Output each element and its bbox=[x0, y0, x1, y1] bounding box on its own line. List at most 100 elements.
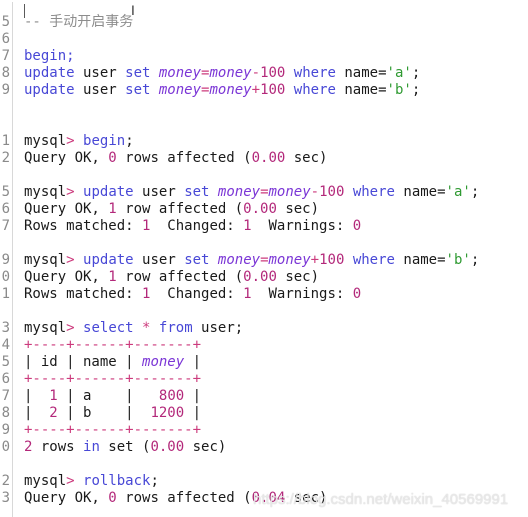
update-keyword: update bbox=[24, 65, 75, 81]
header-end: | bbox=[184, 354, 202, 370]
column-name: money bbox=[209, 65, 252, 81]
warnings-text: Warnings: bbox=[251, 286, 353, 302]
string-literal: 'b' bbox=[445, 252, 471, 268]
count-value: 0 bbox=[108, 150, 117, 166]
prompt-gt: > bbox=[66, 184, 75, 200]
table-border-top: +----+------+-------+ bbox=[24, 337, 202, 353]
text-caret bbox=[24, 4, 25, 18]
row-affected-text: row affected ( bbox=[116, 269, 244, 285]
time-value: 0.00 bbox=[150, 439, 185, 455]
rows-in-set-line: 2 rows in set (0.00 sec) bbox=[24, 439, 226, 456]
count-value: 1 bbox=[108, 201, 117, 217]
query-ok-text: Query OK, bbox=[24, 269, 109, 285]
line-number: 7 bbox=[1, 48, 10, 64]
comment-line: -- 手动开启事务 bbox=[24, 14, 134, 30]
console-update-line-2: mysql> update user set money=money+100 w… bbox=[24, 252, 479, 269]
table-name: user bbox=[74, 82, 126, 98]
operator: + bbox=[251, 82, 261, 98]
column-name: money bbox=[209, 82, 252, 98]
set-keyword: set bbox=[125, 65, 151, 81]
number-literal: 100 bbox=[260, 82, 286, 98]
count-value: 1 bbox=[243, 218, 252, 234]
query-ok-line: Query OK, 0 rows affected (0.04 sec) bbox=[24, 490, 327, 507]
string-literal: 'a' bbox=[445, 184, 471, 200]
table-row: | 2 | b | 1200 | bbox=[24, 405, 201, 422]
line-number: 1 bbox=[1, 286, 10, 302]
prompt-gt: > bbox=[66, 133, 75, 149]
sec-text: sec) bbox=[276, 269, 320, 285]
row-end: | bbox=[184, 388, 202, 404]
line-number: 3 bbox=[1, 320, 10, 336]
line-number: 0 bbox=[1, 439, 10, 455]
column-name: name= bbox=[335, 65, 387, 81]
table-border-mid: +----+------+-------+ bbox=[24, 371, 202, 387]
ibeam-cursor-icon: Ⅰ bbox=[131, 4, 135, 19]
operator: = bbox=[201, 65, 210, 81]
line-number: 7 bbox=[1, 388, 10, 404]
update-keyword: update bbox=[83, 184, 134, 200]
from-keyword: from bbox=[158, 320, 193, 336]
rows-text: rows bbox=[32, 439, 84, 455]
column-name: name= bbox=[394, 184, 446, 200]
count-value: 1 bbox=[243, 286, 252, 302]
semicolon: ; bbox=[470, 184, 480, 200]
operator: - bbox=[310, 184, 320, 200]
row-start: | bbox=[24, 405, 50, 421]
sec-text: sec) bbox=[184, 439, 227, 455]
operator: = bbox=[260, 252, 269, 268]
changed-text: Changed: bbox=[150, 218, 244, 234]
query-ok-line: Query OK, 0 rows affected (0.00 sec) bbox=[24, 150, 327, 167]
row-affected-text: row affected ( bbox=[116, 201, 244, 217]
column-name: money bbox=[150, 82, 202, 98]
mysql-prompt: mysql bbox=[24, 133, 67, 149]
begin-keyword: begin bbox=[83, 133, 126, 149]
operator: = bbox=[260, 184, 269, 200]
where-keyword: where bbox=[285, 65, 336, 81]
semicolon: ; bbox=[411, 65, 421, 81]
operator: = bbox=[201, 82, 210, 98]
mysql-prompt: mysql bbox=[24, 184, 67, 200]
number-literal: 100 bbox=[260, 65, 286, 81]
set-keyword: set bbox=[184, 252, 210, 268]
console-update-line-1: mysql> update user set money=money-100 w… bbox=[24, 184, 479, 201]
in-keyword: in bbox=[83, 439, 100, 455]
row-start: | bbox=[24, 388, 50, 404]
table-name: user bbox=[133, 184, 185, 200]
line-number: 5 bbox=[1, 14, 10, 30]
id-cell: 1 bbox=[49, 388, 58, 404]
query-ok-text: Query OK, bbox=[24, 150, 109, 166]
column-name: money bbox=[268, 184, 311, 200]
time-value: 0.00 bbox=[243, 201, 277, 217]
rollback-keyword: rollback bbox=[83, 473, 151, 489]
line-number: 2 bbox=[1, 150, 10, 166]
id-cell: 2 bbox=[49, 405, 58, 421]
set-keyword: set bbox=[184, 184, 210, 200]
paren-text: ( bbox=[133, 439, 151, 455]
row-affected-line: Query OK, 1 row affected (0.00 sec) bbox=[24, 269, 319, 286]
rows-matched-line: Rows matched: 1 Changed: 1 Warnings: 0 bbox=[24, 286, 361, 303]
time-value: 0.00 bbox=[243, 269, 277, 285]
row-affected-line: Query OK, 1 row affected (0.00 sec) bbox=[24, 201, 319, 218]
semicolon: ; bbox=[150, 473, 159, 489]
console-select-line: mysql> select * from user; bbox=[24, 320, 243, 337]
mysql-prompt: mysql bbox=[24, 473, 67, 489]
count-value: 1 bbox=[108, 269, 117, 285]
warnings-text: Warnings: bbox=[251, 218, 353, 234]
editor-begin-line: begin; bbox=[24, 48, 75, 65]
editor-update-line-2: update user set money=money+100 where na… bbox=[24, 82, 420, 99]
column-name: money bbox=[268, 252, 311, 268]
sec-text: sec) bbox=[285, 490, 328, 506]
line-number: 9 bbox=[1, 82, 10, 98]
set-text: set bbox=[99, 439, 134, 455]
line-number: 5 bbox=[1, 184, 10, 200]
header-cells: | id | name | bbox=[24, 354, 143, 370]
name-cell: | b | bbox=[57, 405, 151, 421]
column-name: money bbox=[209, 184, 261, 200]
line-number: 2 bbox=[1, 473, 10, 489]
name-cell: | a | bbox=[57, 388, 159, 404]
table-border-bottom: +----+------+-------+ bbox=[24, 422, 202, 438]
rows-matched-line: Rows matched: 1 Changed: 1 Warnings: 0 bbox=[24, 218, 361, 235]
begin-keyword: begin; bbox=[24, 48, 75, 64]
semicolon: ; bbox=[125, 133, 134, 149]
